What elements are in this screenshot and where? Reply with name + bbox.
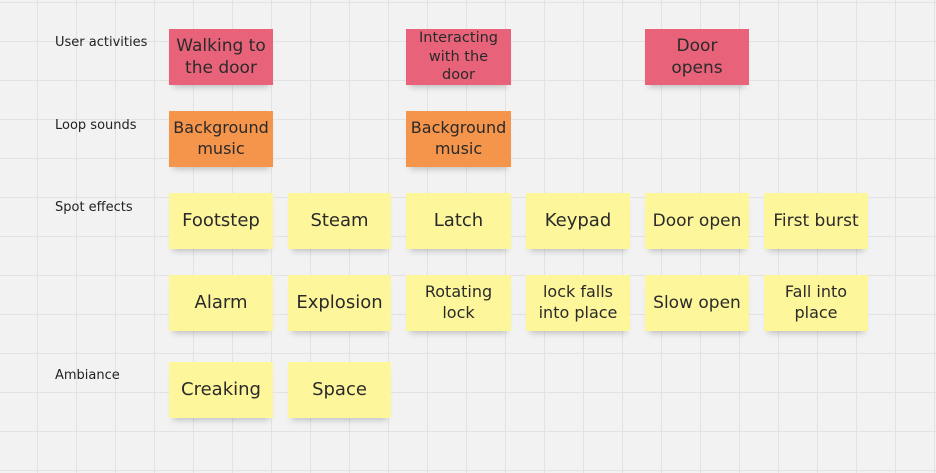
- sticky-note-text: Slow open: [653, 292, 741, 313]
- sticky-note-loop-sound[interactable]: Background music: [169, 111, 273, 167]
- sticky-note-user-activity[interactable]: Door opens: [645, 29, 749, 85]
- sticky-note-text: lock falls into place: [538, 282, 618, 322]
- sticky-note-spot-effect[interactable]: Explosion: [288, 275, 391, 331]
- row-label-loop-sounds: Loop sounds: [55, 118, 137, 133]
- sticky-note-text: Alarm: [194, 292, 248, 314]
- sticky-note-text: Door open: [652, 210, 742, 231]
- sticky-note-text: Interacting with the door: [419, 29, 498, 84]
- sticky-note-ambiance[interactable]: Creaking: [169, 362, 273, 418]
- sticky-note-text: Steam: [310, 210, 369, 232]
- sticky-note-text: Latch: [433, 210, 484, 232]
- row-label-ambiance: Ambiance: [55, 368, 120, 383]
- sticky-note-text: Rotating lock: [424, 282, 493, 322]
- sticky-note-text: Background music: [173, 118, 269, 158]
- sticky-note-text: Keypad: [544, 210, 612, 232]
- row-label-user-activities: User activities: [55, 35, 148, 50]
- sticky-note-spot-effect[interactable]: Fall into place: [764, 275, 868, 331]
- sticky-note-text: First burst: [773, 210, 859, 231]
- sticky-note-loop-sound[interactable]: Background music: [406, 111, 511, 167]
- sticky-note-ambiance[interactable]: Space: [288, 362, 391, 418]
- sticky-note-text: Space: [312, 379, 367, 401]
- sticky-note-spot-effect[interactable]: lock falls into place: [526, 275, 630, 331]
- sticky-note-spot-effect[interactable]: Door open: [645, 193, 749, 249]
- sticky-note-spot-effect[interactable]: Footstep: [169, 193, 273, 249]
- sticky-note-text: Walking to the door: [176, 35, 266, 78]
- sticky-note-text: Fall into place: [784, 282, 848, 322]
- sticky-note-text: Explosion: [296, 292, 383, 314]
- sticky-note-spot-effect[interactable]: Rotating lock: [406, 275, 511, 331]
- sticky-note-text: Door opens: [671, 35, 723, 78]
- sticky-note-user-activity[interactable]: Walking to the door: [169, 29, 273, 85]
- sticky-note-text: Footstep: [182, 210, 260, 232]
- sticky-note-spot-effect[interactable]: Slow open: [645, 275, 749, 331]
- sticky-note-spot-effect[interactable]: First burst: [764, 193, 868, 249]
- row-label-spot-effects: Spot effects: [55, 200, 133, 215]
- sticky-note-spot-effect[interactable]: Keypad: [526, 193, 630, 249]
- sticky-note-user-activity[interactable]: Interacting with the door: [406, 29, 511, 85]
- sticky-note-spot-effect[interactable]: Alarm: [169, 275, 273, 331]
- sticky-note-spot-effect[interactable]: Steam: [288, 193, 391, 249]
- sticky-note-text: Background music: [410, 118, 507, 158]
- sticky-note-text: Creaking: [181, 379, 261, 401]
- sticky-note-spot-effect[interactable]: Latch: [406, 193, 511, 249]
